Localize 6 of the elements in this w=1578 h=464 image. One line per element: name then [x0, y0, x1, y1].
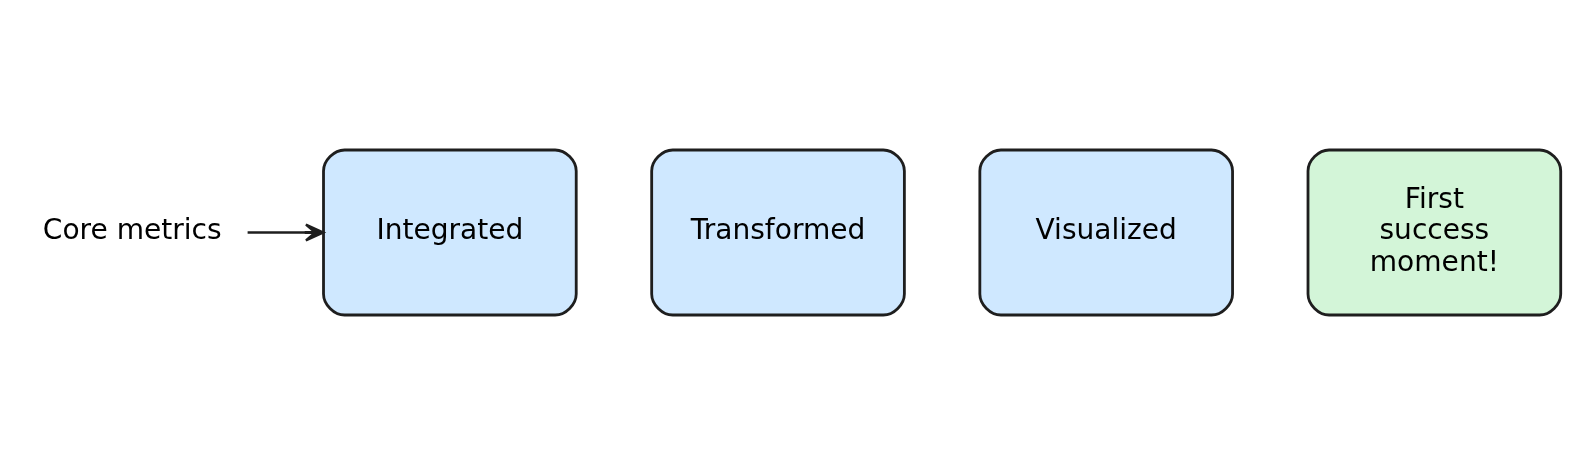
- node-box: Transformed: [650, 148, 906, 316]
- node-box: Integrated: [322, 148, 578, 316]
- node-box: First success moment!: [1306, 148, 1563, 316]
- node-text: Core metrics: [42, 212, 222, 246]
- node-box: Visualized: [978, 148, 1234, 316]
- arrow: [247, 222, 325, 242]
